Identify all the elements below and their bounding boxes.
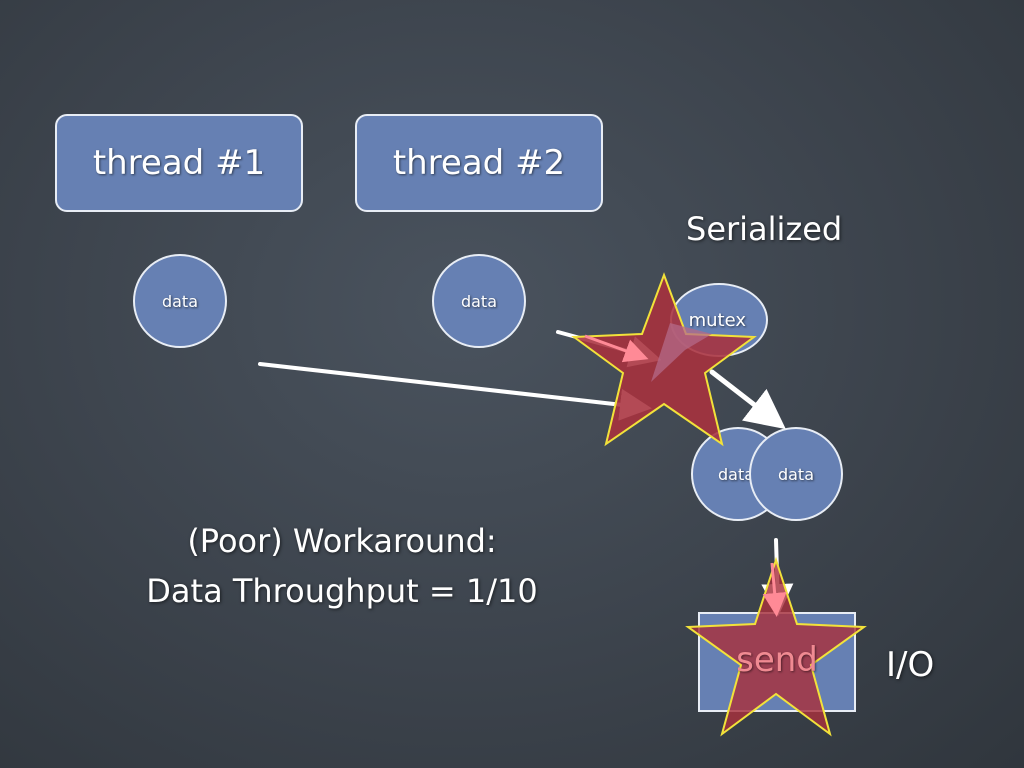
star-burst-icon xyxy=(685,556,867,737)
arrow-icon xyxy=(709,369,786,430)
queued-data-back-label: data xyxy=(718,464,755,484)
arrow-icon xyxy=(258,362,652,421)
caption-line-2: Data Throughput = 1/10 xyxy=(146,572,538,610)
data-node-2-label: data xyxy=(460,291,498,311)
thread-2-box: thread #2 xyxy=(355,114,603,212)
data-node-2: data xyxy=(432,254,526,348)
data-node-1-label: data xyxy=(161,291,199,311)
queued-data-front: data xyxy=(749,427,843,521)
thread-2-label: thread #2 xyxy=(392,143,566,183)
queued-data-front-label: data xyxy=(777,464,815,484)
star-highlight-icon xyxy=(651,323,712,382)
arrow-icon xyxy=(584,334,649,363)
arrow-icon xyxy=(762,562,787,617)
io-label: I/O xyxy=(886,645,935,685)
thread-1-box: thread #1 xyxy=(55,114,303,212)
mutex-label: mutex xyxy=(688,309,746,331)
caption-line-1: (Poor) Workaround: xyxy=(187,522,497,560)
thread-1-label: thread #1 xyxy=(92,143,266,183)
serialized-label: Serialized xyxy=(686,210,843,248)
data-node-1: data xyxy=(133,254,227,348)
send-label: send xyxy=(736,640,818,680)
